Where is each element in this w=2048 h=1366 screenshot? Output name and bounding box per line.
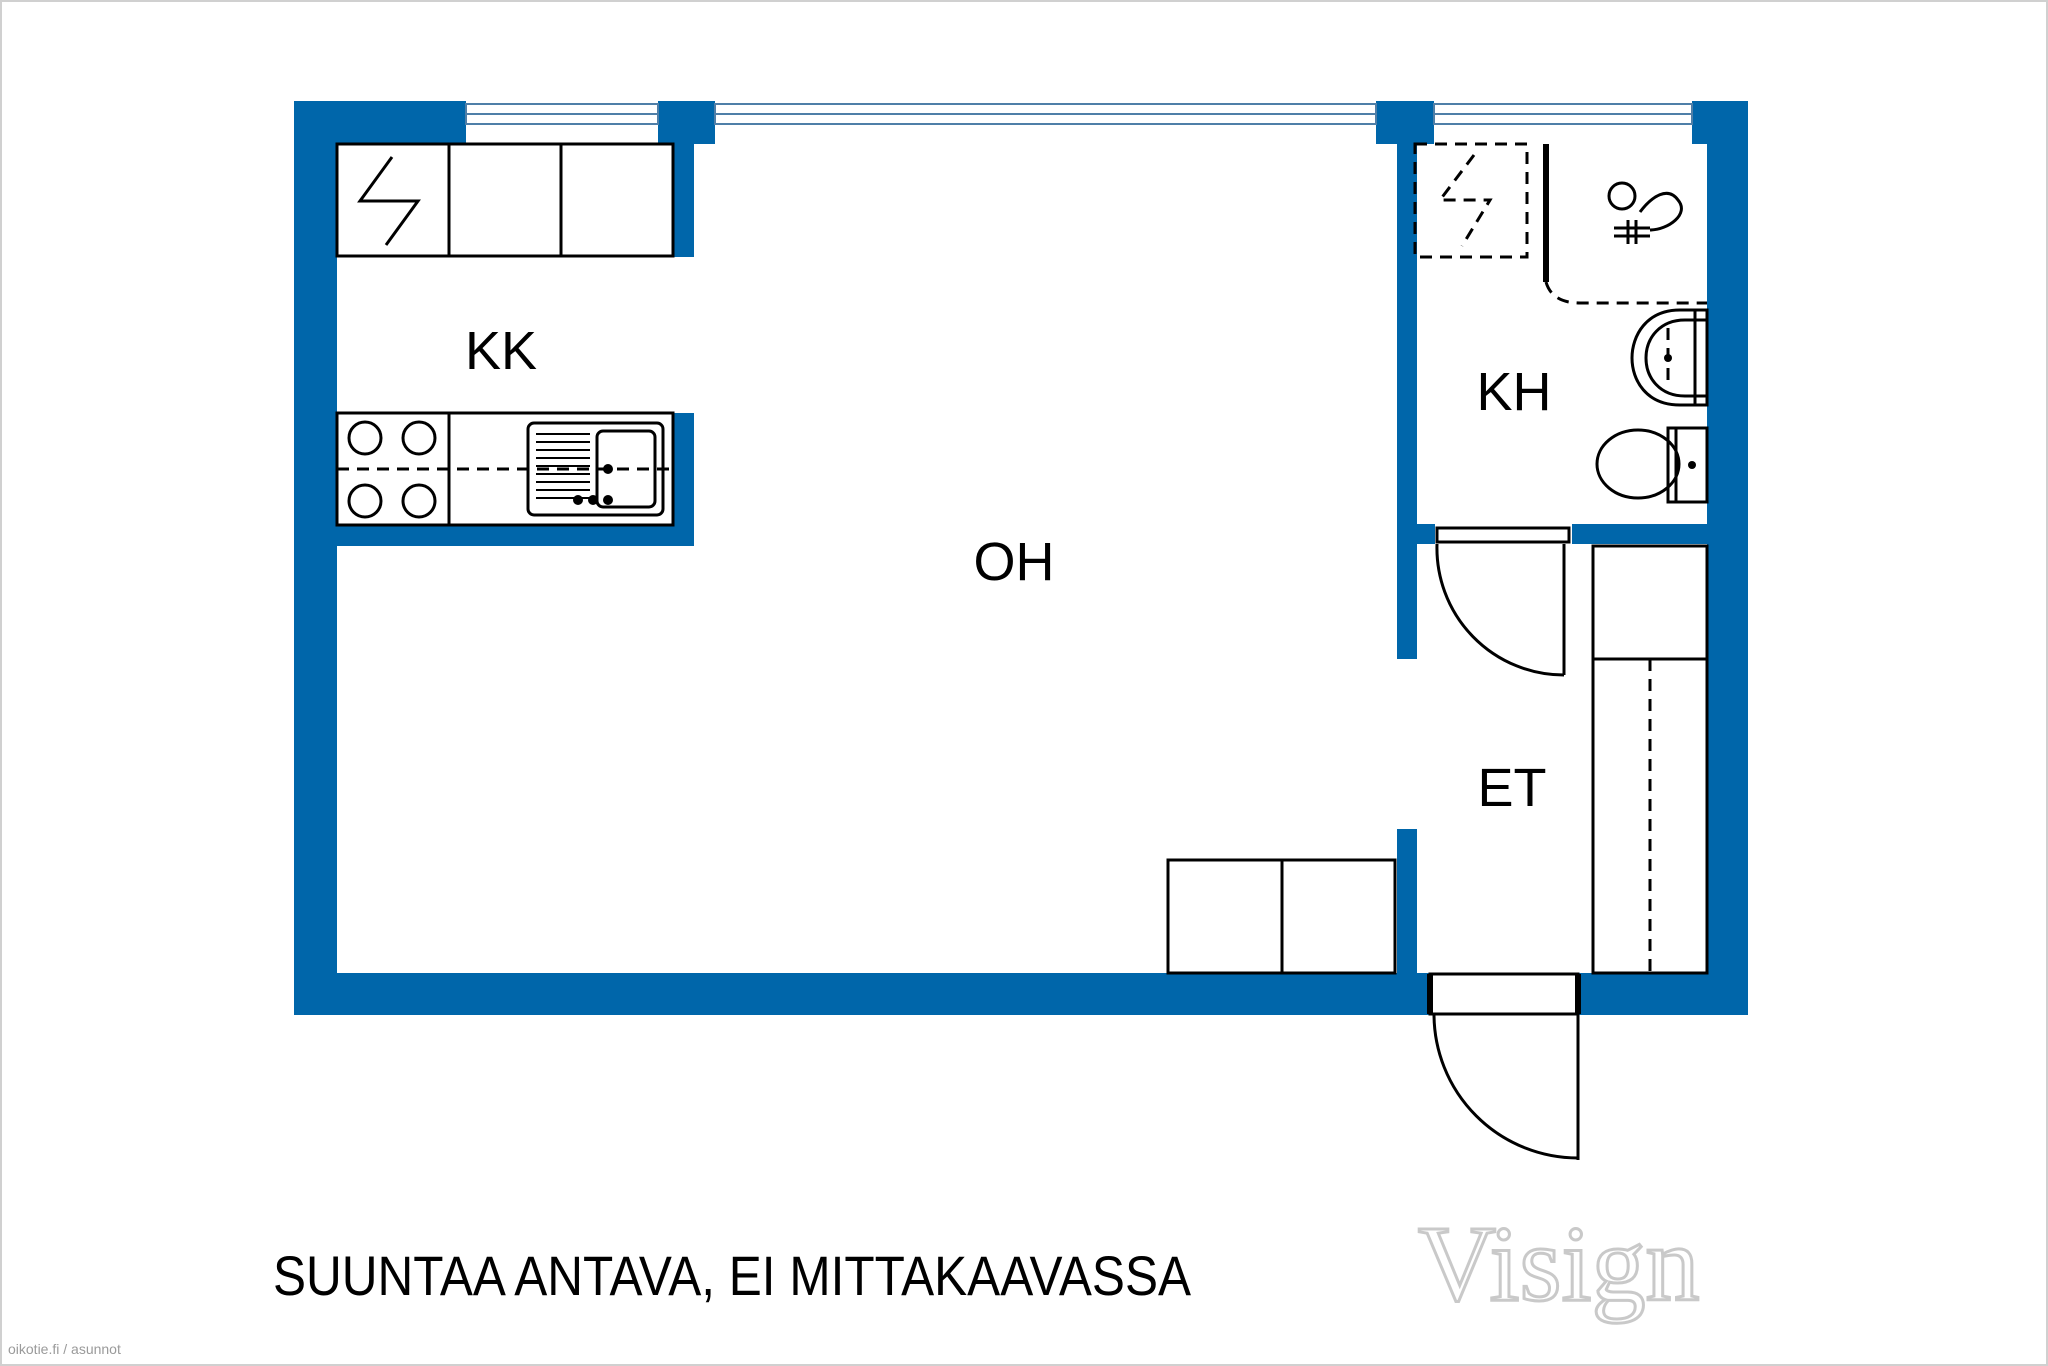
source-watermark: oikotie.fi / asunnot [8, 1341, 121, 1357]
walls [294, 101, 1748, 1015]
wash-basin-icon [1630, 308, 1709, 407]
hall-wardrobe [1591, 544, 1709, 975]
shower-area [1544, 281, 1707, 305]
room-label-living: OH [974, 532, 1055, 592]
kitchen-lower-counter [335, 411, 675, 527]
shower-icon [1607, 181, 1683, 244]
kitchen-upper-counter [335, 142, 675, 258]
visign-logo: Visign [1418, 1205, 1700, 1324]
sink-icon [526, 421, 665, 517]
scale-disclaimer: SUUNTAA ANTAVA, EI MITTAKAAVASSA [273, 1244, 1192, 1307]
living-room-cabinet [1166, 858, 1397, 975]
washing-machine-icon [1413, 142, 1529, 259]
windows [465, 103, 1693, 125]
room-label-hall: ET [1477, 758, 1546, 818]
fridge-symbol [357, 156, 421, 246]
toilet-icon [1595, 426, 1709, 504]
room-label-kitchen: KK [465, 321, 537, 381]
bathroom-door [1435, 526, 1571, 677]
bathroom-fixtures [1413, 142, 1709, 504]
entrance-door [1427, 972, 1581, 1160]
room-label-bathroom: KH [1476, 362, 1551, 422]
stove-icon [347, 420, 437, 519]
